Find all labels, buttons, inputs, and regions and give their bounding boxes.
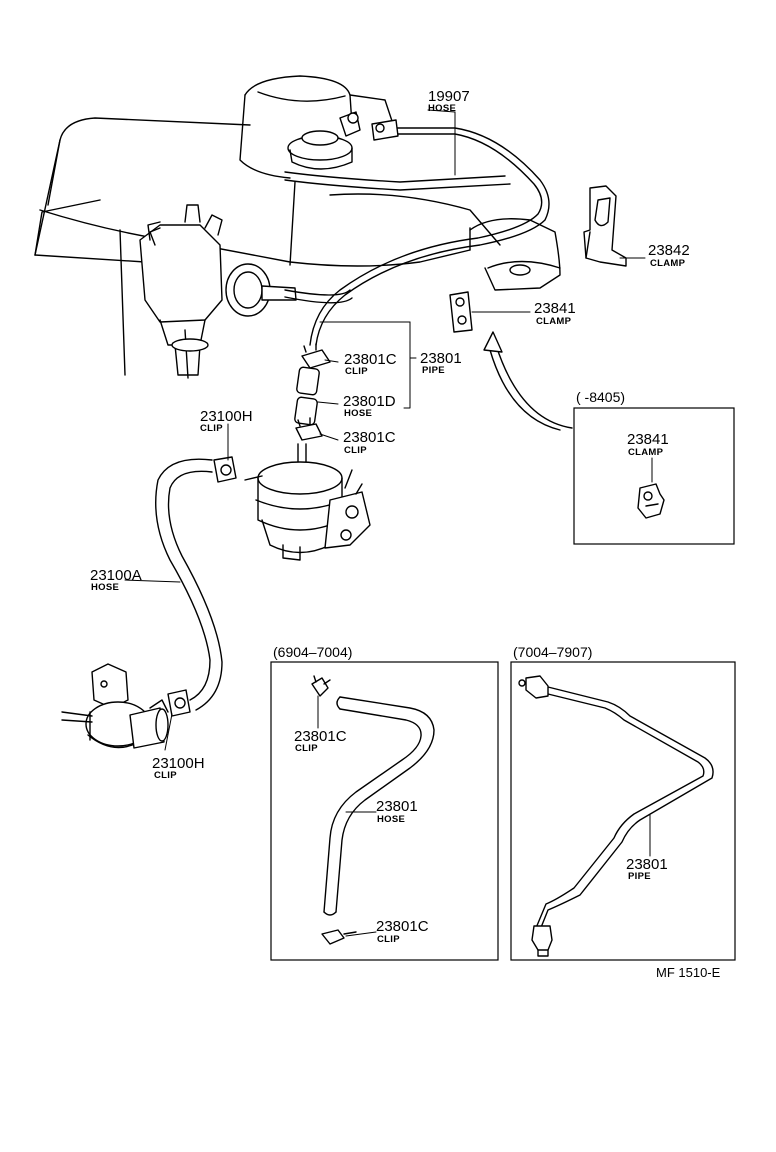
part-number: 23100H <box>200 408 253 425</box>
part-number: 23801C <box>343 429 396 446</box>
callout-23100a: 23100A HOSE <box>90 567 142 593</box>
part-number: 23841 <box>534 300 576 317</box>
part-name: CLIP <box>344 445 367 456</box>
part-number: 23100H <box>152 755 205 772</box>
callout-23801c-lower: 23801C CLIP <box>343 429 396 456</box>
callout-23801-pipe: 23801 PIPE <box>420 350 462 376</box>
callout-23100h-upper: 23100H CLIP <box>200 408 253 434</box>
part-name: PIPE <box>422 365 445 376</box>
callout-23100h-lower: 23100H CLIP <box>152 755 205 781</box>
part-number: 23801C <box>294 728 347 745</box>
inset-range-label: ( -8405) <box>576 389 625 405</box>
fuel-pipe-main <box>309 119 550 346</box>
inset-range-label: (7004–7907) <box>513 644 592 660</box>
part-name: CLIP <box>200 423 223 434</box>
clamp-23841-alt-part <box>637 483 665 519</box>
inset-6904-7004: (6904–7004) 23801C CLIP 23801 HOSE 23801… <box>270 644 499 961</box>
part-number: 23801D <box>343 393 396 410</box>
part-name: HOSE <box>91 582 119 593</box>
part-name: CLAMP <box>536 316 572 327</box>
pump-connection-stack <box>294 343 331 463</box>
part-number: 23801 <box>420 350 462 367</box>
part-name: CLIP <box>345 366 368 377</box>
callout-23842: 23842 CLAMP <box>648 242 690 269</box>
clamp-23841-part <box>449 291 473 333</box>
callout-23841: 23841 CLAMP <box>534 300 576 327</box>
diagram-reference-code: MF 1510-E <box>656 965 721 980</box>
callout-23801d: 23801D HOSE <box>343 393 396 419</box>
lower-valve-component <box>61 663 169 749</box>
part-number: 23842 <box>648 242 690 259</box>
part-name: CLAMP <box>650 258 686 269</box>
part-name: CLIP <box>377 934 400 945</box>
part-name: HOSE <box>428 103 456 114</box>
inset-range-label: (6904–7004) <box>273 644 352 660</box>
part-number: 23801 <box>626 856 668 873</box>
part-number: 23100A <box>90 567 142 584</box>
callout-19907: 19907 HOSE <box>428 88 470 114</box>
inset-8405: ( -8405) 23841 CLAMP <box>573 389 735 545</box>
inset-7004-7907: (7004–7907) 23801 PIPE <box>510 644 736 961</box>
part-name: PIPE <box>628 871 651 882</box>
hose-23100a-part <box>155 456 237 717</box>
fuel-pump <box>244 461 371 561</box>
part-name: CLAMP <box>628 447 664 458</box>
part-name: HOSE <box>344 408 372 419</box>
callout-23801c-upper: 23801C CLIP <box>344 351 397 377</box>
part-number: 19907 <box>428 88 470 105</box>
part-number: 23801C <box>376 918 429 935</box>
part-number: 23801 <box>376 798 418 815</box>
part-number: 23841 <box>627 431 669 448</box>
part-name: CLIP <box>154 770 177 781</box>
reference-arrow <box>483 331 573 431</box>
leader-lines <box>124 109 646 751</box>
clamp-23842-part <box>583 185 627 267</box>
part-name: CLIP <box>295 743 318 754</box>
engine-block-illustration <box>34 75 561 379</box>
part-number: 23801C <box>344 351 397 368</box>
part-name: HOSE <box>377 814 405 825</box>
